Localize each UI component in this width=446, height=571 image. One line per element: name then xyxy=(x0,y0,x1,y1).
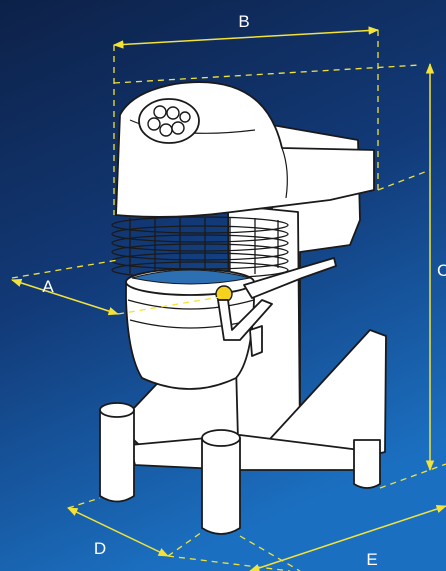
dimension-label-b: B xyxy=(238,12,249,31)
dimension-lines xyxy=(11,26,446,571)
dimension-label-e: E xyxy=(366,550,377,569)
dimension-label-c: C xyxy=(437,261,446,280)
dimension-labels: B C A D E xyxy=(42,12,446,569)
control-panel-icon xyxy=(138,98,200,144)
dimension-label-a: A xyxy=(42,277,54,296)
planetary-mixer-icon xyxy=(99,81,387,535)
dimension-label-d: D xyxy=(94,539,106,558)
